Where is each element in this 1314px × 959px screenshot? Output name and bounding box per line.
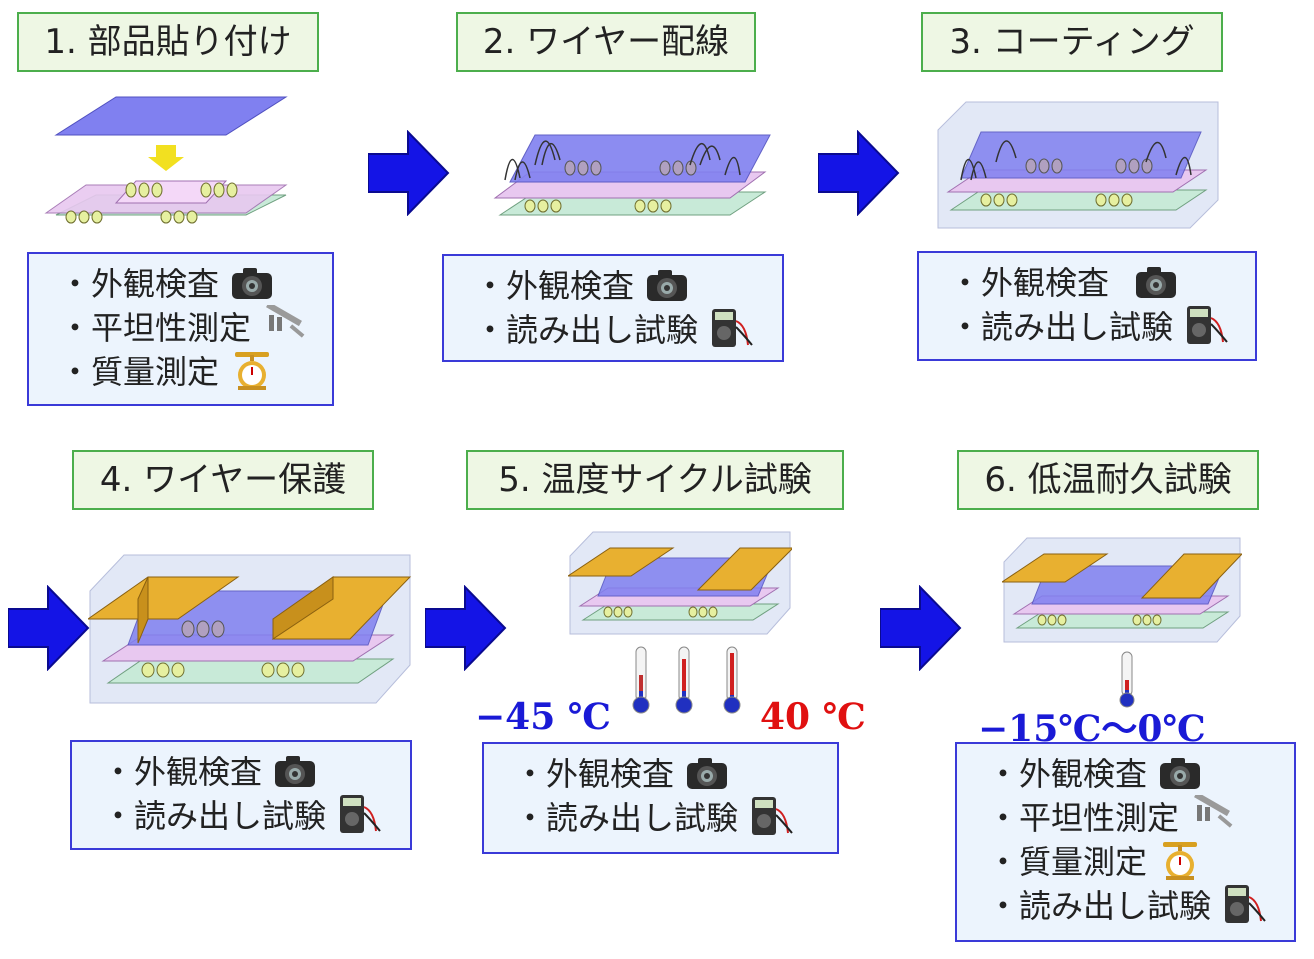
caliper-icon (261, 305, 307, 347)
thermometer-hot-icon (723, 646, 741, 714)
check-label: ・読み出し試験 (987, 887, 1212, 925)
check-item: ・外観検査 (474, 262, 782, 306)
caliper-icon (1189, 795, 1235, 837)
step5-checklist: ・外観検査 ・読み出し試験 (482, 742, 839, 854)
check-label: ・質量測定 (59, 353, 220, 391)
check-item: ・外観検査 (949, 259, 1255, 303)
check-label: ・外観検査 (987, 755, 1148, 793)
thermometer-cold-icon (1119, 651, 1135, 708)
multimeter-icon (748, 795, 794, 837)
arrow-right-icon (425, 585, 507, 671)
temp-high-label: 40 ℃ (760, 696, 866, 738)
check-label: ・外観検査 (949, 264, 1110, 302)
thermometer-mid-icon (675, 646, 693, 714)
camera-icon (684, 751, 730, 793)
step4-checklist: ・外観検査 ・読み出し試験 (70, 740, 412, 850)
step3-module-coated (937, 101, 1219, 229)
check-item: ・読み出し試験 (474, 306, 782, 350)
check-item: ・読み出し試験 (949, 303, 1255, 347)
check-item: ・外観検査 (102, 748, 410, 792)
camera-icon (272, 749, 318, 791)
check-label: ・読み出し試験 (102, 797, 327, 835)
step2-title: 2. ワイヤー配線 (456, 12, 756, 72)
check-label: ・質量測定 (987, 843, 1148, 881)
check-label: ・読み出し試験 (949, 308, 1174, 346)
step3-checklist: ・外観検査 ・読み出し試験 (917, 251, 1257, 361)
step2-checklist: ・外観検査 ・読み出し試験 (442, 254, 784, 362)
scale-icon (1157, 839, 1203, 881)
check-label: ・外観検査 (514, 755, 675, 793)
arrow-right-icon (818, 130, 900, 216)
arrow-right-icon (8, 585, 90, 671)
check-item: ・質量測定 (59, 348, 332, 392)
check-item: ・読み出し試験 (987, 882, 1294, 926)
check-label: ・読み出し試験 (514, 799, 739, 837)
check-item: ・読み出し試験 (102, 792, 410, 836)
step6-module (1002, 537, 1242, 643)
multimeter-icon (336, 793, 382, 835)
multimeter-icon (708, 307, 754, 349)
temp-low-label: −45 ℃ (475, 696, 611, 738)
check-item: ・外観検査 (987, 750, 1294, 794)
check-item: ・質量測定 (987, 838, 1294, 882)
check-item: ・平坦性測定 (59, 304, 332, 348)
step1-title: 1. 部品貼り付け (17, 12, 319, 72)
camera-icon (1157, 751, 1203, 793)
step5-module (568, 531, 792, 635)
check-item: ・読み出し試験 (514, 794, 837, 838)
step3-title: 3. コーティング (921, 12, 1223, 72)
step6-checklist: ・外観検査 ・平坦性測定 ・質量測定 ・読み出し試験 (955, 742, 1296, 942)
multimeter-icon (1183, 304, 1229, 346)
multimeter-icon (1221, 883, 1267, 925)
camera-icon (644, 263, 690, 305)
arrow-right-icon (880, 585, 962, 671)
step4-title: 4. ワイヤー保護 (72, 450, 374, 510)
check-label: ・読み出し試験 (474, 311, 699, 349)
step6-title: 6. 低温耐久試験 (957, 450, 1259, 510)
step1-module-exploded (44, 96, 288, 224)
check-label: ・外観検査 (102, 753, 263, 791)
arrow-right-icon (368, 130, 450, 216)
check-item: ・外観検査 (514, 750, 837, 794)
thermometer-cold-icon (632, 646, 650, 714)
check-label: ・外観検査 (59, 265, 220, 303)
camera-icon (229, 261, 275, 303)
step1-checklist: ・外観検査 ・平坦性測定 ・質量測定 (27, 252, 334, 406)
step5-title: 5. 温度サイクル試験 (466, 450, 844, 510)
step2-module-wired (493, 134, 771, 216)
check-item: ・平坦性測定 (987, 794, 1294, 838)
camera-icon (1133, 260, 1179, 302)
check-item: ・外観検査 (59, 260, 332, 304)
check-label: ・平坦性測定 (987, 799, 1180, 837)
step4-module-protected (88, 554, 412, 704)
check-label: ・外観検査 (474, 267, 635, 305)
check-label: ・平坦性測定 (59, 309, 252, 347)
scale-icon (229, 349, 275, 391)
